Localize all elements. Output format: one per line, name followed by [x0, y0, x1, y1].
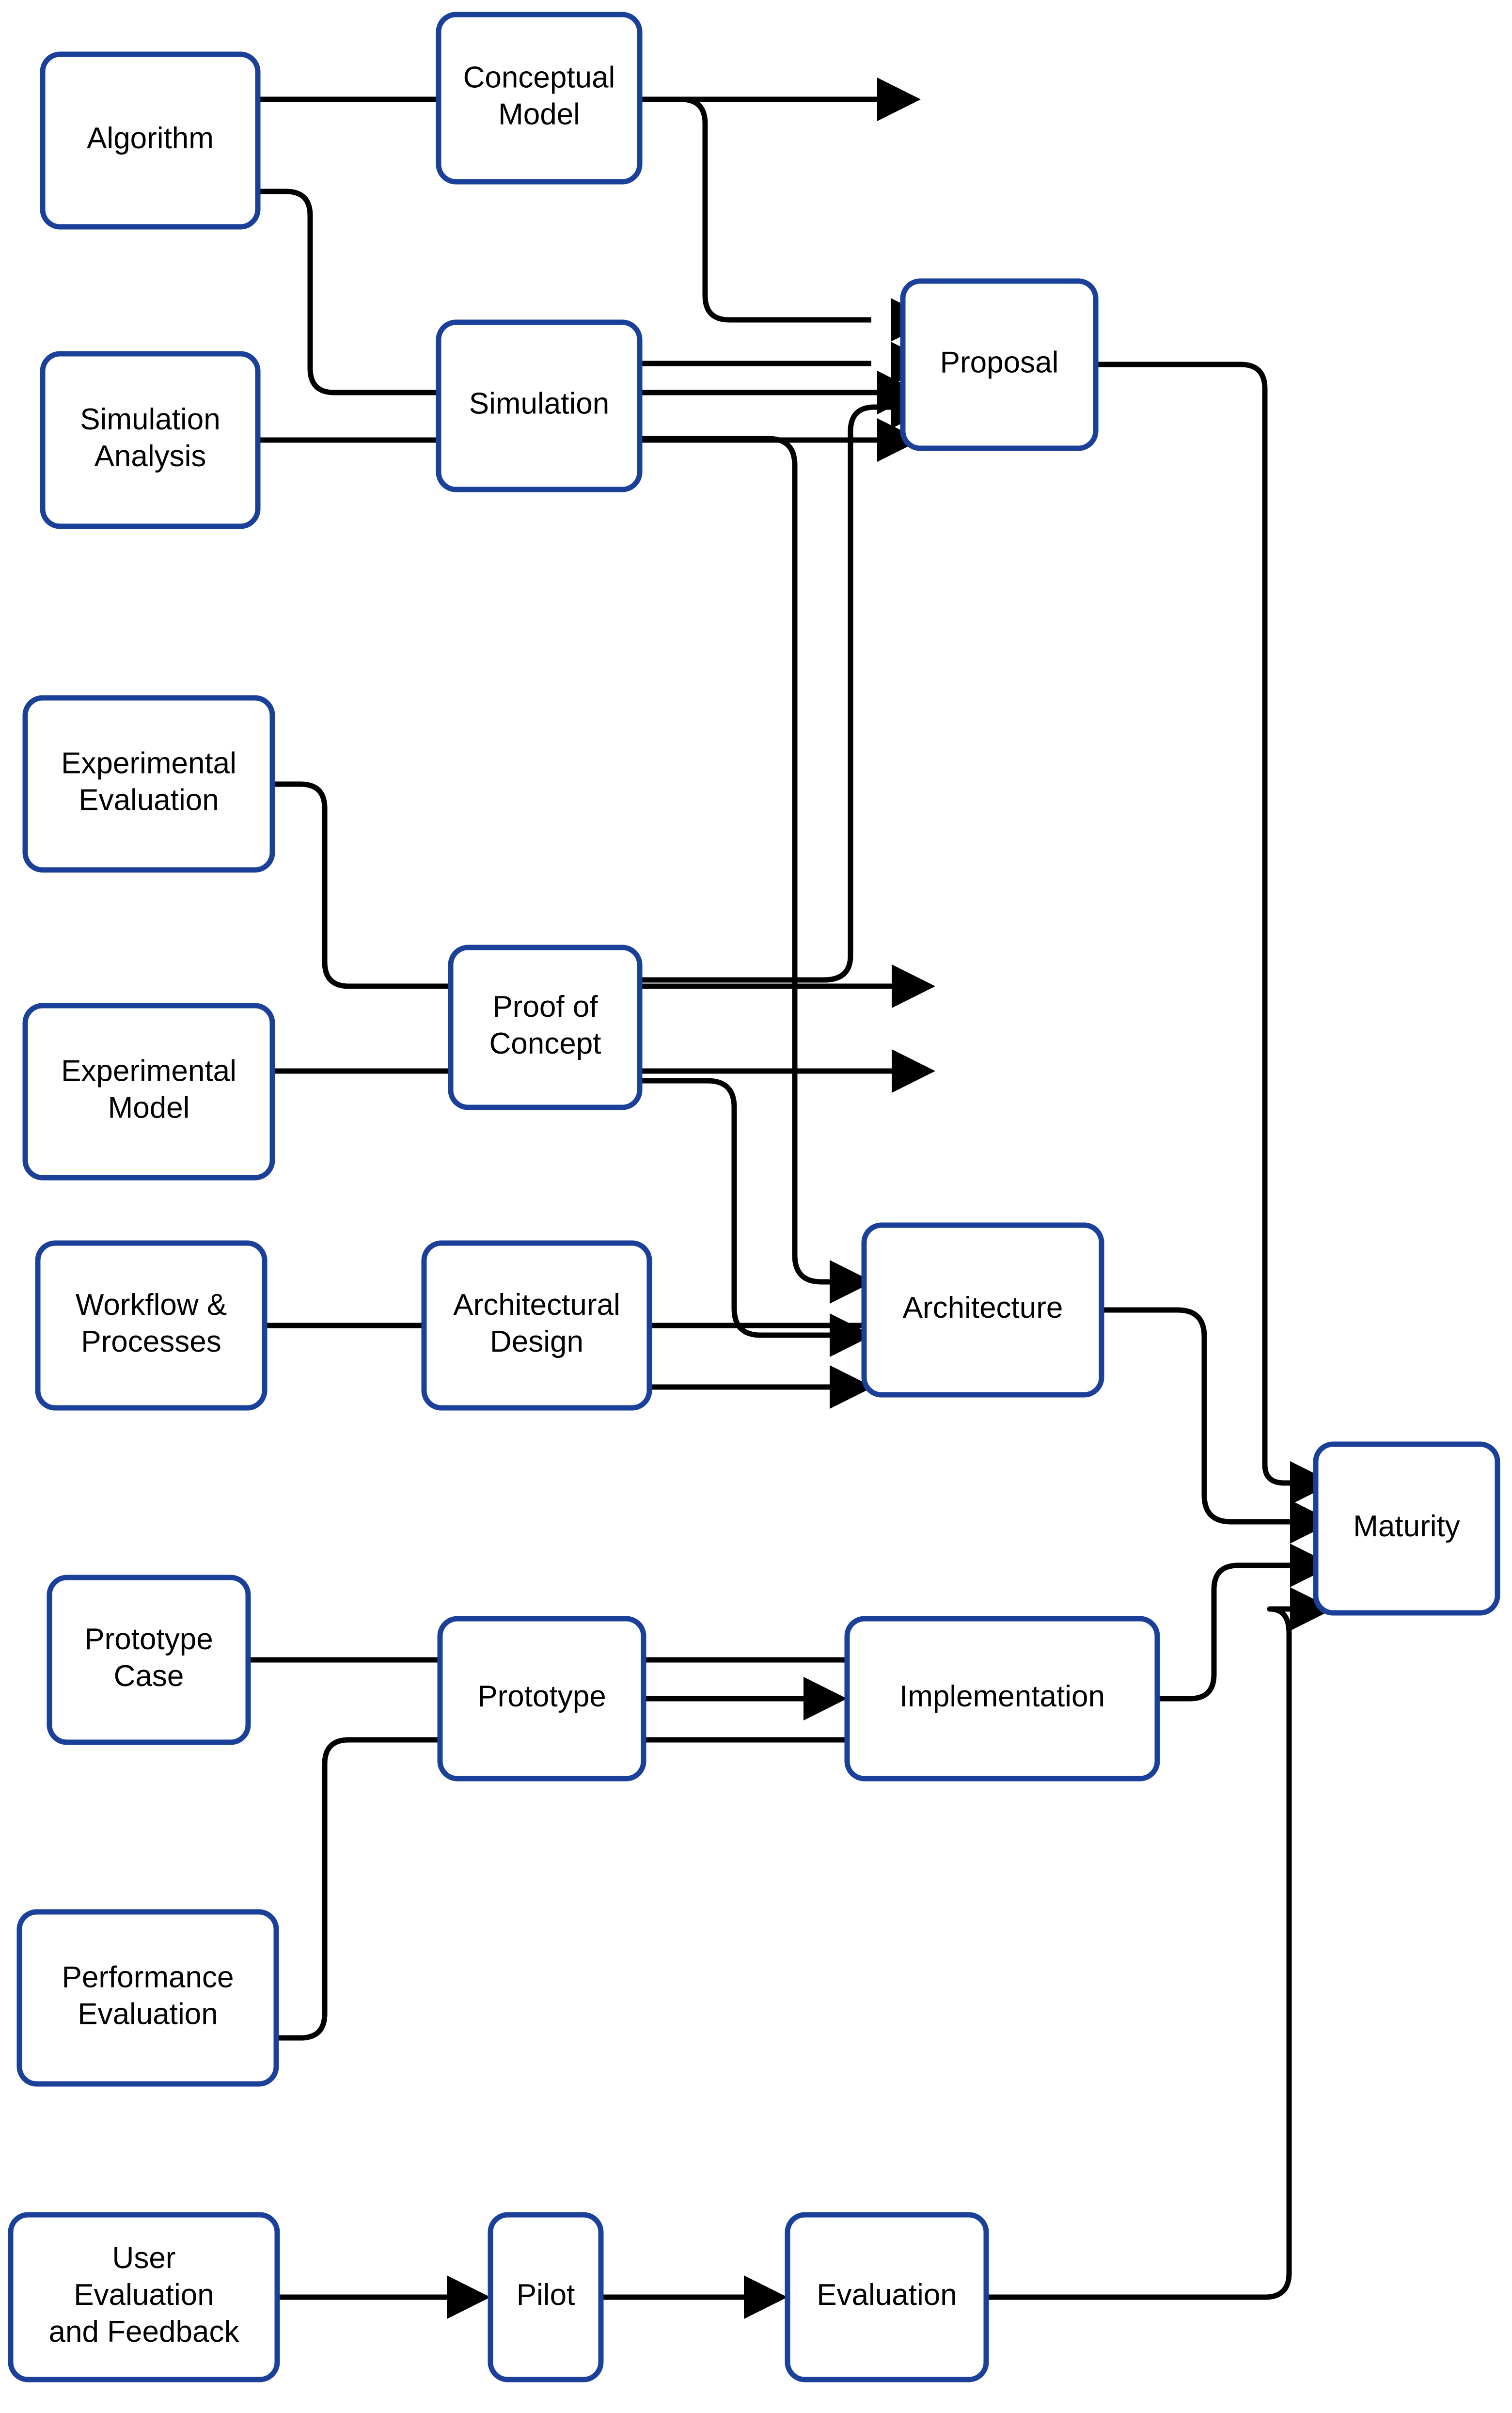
node-simulation[interactable]: Simulation [436, 319, 643, 492]
node-proposal[interactable]: Proposal [900, 278, 1099, 451]
node-box-implementation[interactable] [844, 1616, 1160, 1782]
arrowhead-evaluation-in [744, 2275, 788, 2319]
arrowhead-poc-in-bottom [892, 1049, 935, 1093]
edge-evaluation-to-maturity [986, 1606, 1292, 2300]
node-box-prototype[interactable] [437, 1616, 646, 1782]
node-box-proof-of-concept[interactable] [448, 945, 643, 1110]
node-label-implementation: Implementation [899, 1680, 1105, 1713]
arrowhead-implementation-in [803, 1677, 847, 1720]
node-box-conceptual-model[interactable] [436, 12, 643, 185]
edge-simulation-to-architecture [640, 436, 830, 1285]
edge-conceptual-model-to-proposal [640, 96, 871, 323]
edge-performance-evaluation-to-prototype [276, 1737, 881, 2041]
node-box-workflow-processes[interactable] [35, 1240, 268, 1411]
arrowhead-poc-in-top [892, 964, 935, 1008]
node-architecture[interactable]: Architecture [861, 1222, 1104, 1398]
node-label-maturity: Maturity [1353, 1510, 1460, 1543]
edge-algorithm-to-simulation [258, 189, 877, 395]
node-box-performance-evaluation[interactable] [16, 1909, 279, 2087]
node-label-proposal: Proposal [940, 346, 1059, 379]
edge-proof-of-concept-to-proposal [640, 404, 891, 983]
edge-proposal-to-maturity [1096, 362, 1290, 1486]
node-label-evaluation: Evaluation [817, 2278, 957, 2312]
node-label-pilot: Pilot [517, 2278, 575, 2312]
node-label-workflow-processes: Workflow &Processes [76, 1288, 227, 1358]
node-box-simulation-analysis[interactable] [40, 351, 261, 529]
node-box-experimental-evaluation[interactable] [22, 695, 275, 873]
edges-layer [248, 78, 1334, 2319]
node-implementation[interactable]: Implementation [844, 1616, 1160, 1782]
edge-implementation-to-maturity [1157, 1562, 1290, 1702]
node-label-prototype: Prototype [477, 1680, 606, 1713]
node-box-evaluation[interactable] [785, 2212, 989, 2382]
node-box-user-evaluation[interactable] [8, 2212, 280, 2382]
node-box-architectural-design[interactable] [421, 1240, 652, 1411]
edge-architecture-to-maturity [1102, 1307, 1290, 1525]
node-maturity[interactable]: Maturity [1313, 1441, 1500, 1616]
node-label-architecture: Architecture [903, 1291, 1063, 1325]
arrowhead-pilot-in [447, 2275, 490, 2319]
node-box-prototype-case[interactable] [47, 1575, 251, 1745]
node-box-pilot[interactable] [488, 2212, 604, 2382]
edge-proof-of-concept-to-architecture [640, 1078, 830, 1338]
node-algorithm[interactable]: Algorithm [40, 51, 261, 230]
node-box-architecture[interactable] [861, 1222, 1104, 1398]
node-box-proposal[interactable] [900, 278, 1099, 451]
node-label-simulation: Simulation [469, 387, 609, 421]
node-box-maturity[interactable] [1313, 1441, 1500, 1616]
node-label-algorithm: Algorithm [87, 122, 214, 155]
node-evaluation[interactable]: Evaluation [785, 2212, 989, 2382]
node-workflow-processes[interactable]: Workflow &Processes [35, 1240, 268, 1411]
edge-experimental-evaluation-to-proof-of-concept [272, 781, 892, 989]
node-box-simulation[interactable] [436, 319, 643, 492]
node-box-algorithm[interactable] [40, 51, 261, 230]
arrowhead-conceptual-model-in [877, 78, 921, 121]
node-box-experimental-model[interactable] [22, 1003, 275, 1181]
node-prototype[interactable]: Prototype [437, 1616, 646, 1782]
node-pilot[interactable]: Pilot [488, 2212, 604, 2382]
